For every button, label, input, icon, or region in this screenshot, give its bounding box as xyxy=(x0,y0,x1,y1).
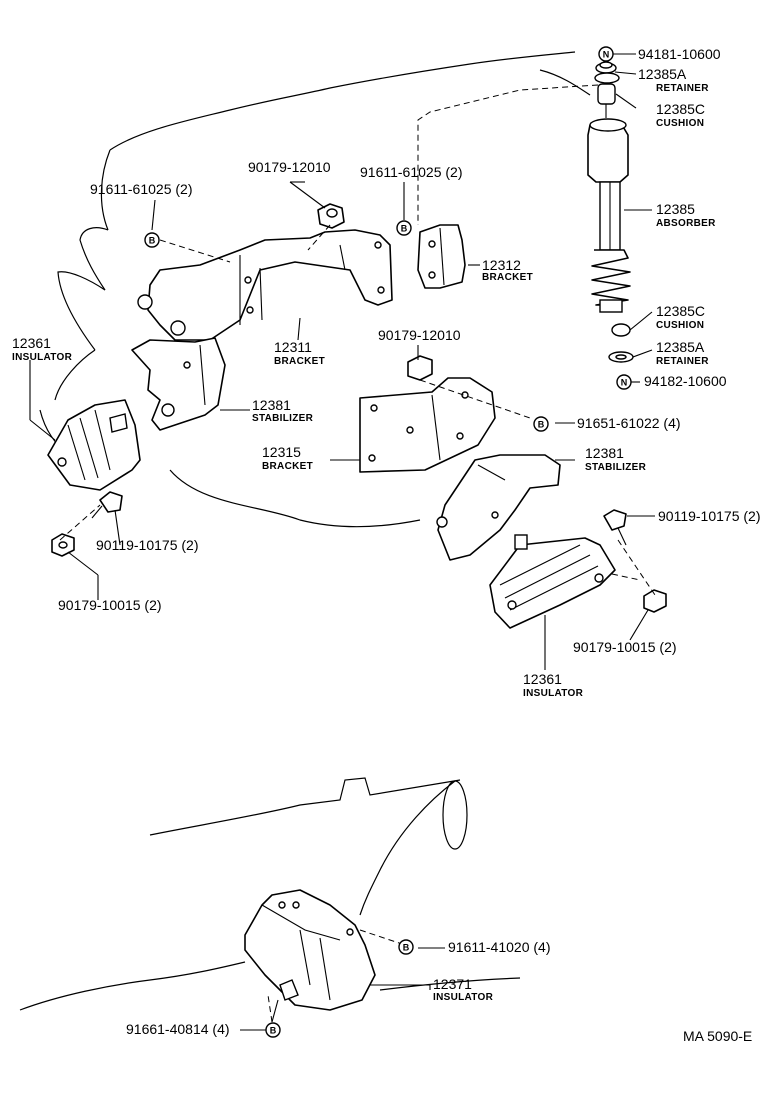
callout-12385c-cushion-top: 12385C CUSHION xyxy=(656,101,705,129)
svg-text:90179-10015 (2): 90179-10015 (2) xyxy=(573,639,677,655)
svg-text:12385A: 12385A xyxy=(656,339,705,355)
svg-text:INSULATOR: INSULATOR xyxy=(523,688,584,699)
callout-12381-stabilizer-left: 12381 STABILIZER xyxy=(252,397,314,424)
callout-94181-10600: 94181-10600 xyxy=(638,46,721,62)
nut-90179-12010-middle xyxy=(407,355,433,381)
callout-90179-10015-right: 90179-10015 (2) xyxy=(573,639,677,655)
insulator-12361-right xyxy=(489,534,616,629)
transmission-outline xyxy=(19,777,521,1011)
stabilizer-12381-right xyxy=(436,454,561,561)
callout-12361-insulator-right: 12361 INSULATOR xyxy=(523,671,584,699)
svg-text:RETAINER: RETAINER xyxy=(656,356,709,367)
svg-text:CUSHION: CUSHION xyxy=(656,118,704,129)
badge-n-top: N xyxy=(598,46,614,62)
svg-text:BRACKET: BRACKET xyxy=(482,272,533,283)
svg-text:12312: 12312 xyxy=(482,257,521,273)
callout-12361-insulator-left: 12361 INSULATOR xyxy=(12,335,73,363)
svg-text:N: N xyxy=(603,50,610,60)
svg-text:B: B xyxy=(149,236,156,246)
callout-91611-61025-left: 91611-61025 (2) xyxy=(90,181,192,197)
svg-text:CUSHION: CUSHION xyxy=(656,320,704,331)
svg-text:91661-40814 (4): 91661-40814 (4) xyxy=(126,1021,230,1037)
svg-text:90119-10175 (2): 90119-10175 (2) xyxy=(96,537,198,553)
svg-text:STABILIZER: STABILIZER xyxy=(585,462,647,473)
svg-text:12315: 12315 xyxy=(262,444,301,460)
svg-text:12385: 12385 xyxy=(656,201,695,217)
svg-text:91611-61025 (2): 91611-61025 (2) xyxy=(90,181,192,197)
callout-91661-40814: 91661-40814 (4) xyxy=(126,1021,230,1037)
svg-text:RETAINER: RETAINER xyxy=(656,83,709,94)
badge-b-91651: B xyxy=(533,416,549,432)
svg-text:BRACKET: BRACKET xyxy=(262,461,313,472)
nut-90179-12010-upper xyxy=(317,203,345,229)
svg-text:12381: 12381 xyxy=(252,397,291,413)
svg-text:90179-12010: 90179-12010 xyxy=(248,159,331,175)
engine-outline xyxy=(39,51,591,528)
bolt-nut-right xyxy=(603,509,667,613)
badge-b-upper-left: B xyxy=(144,232,160,248)
svg-text:12385C: 12385C xyxy=(656,101,705,117)
svg-text:12385A: 12385A xyxy=(638,66,687,82)
callout-12385-absorber: 12385 ABSORBER xyxy=(656,201,716,229)
svg-text:12371: 12371 xyxy=(433,976,472,992)
svg-text:B: B xyxy=(538,420,545,430)
bracket-12315 xyxy=(359,377,496,473)
figure-code: MA 5090-E xyxy=(683,1028,752,1044)
insulator-12361-left xyxy=(47,399,141,491)
svg-text:B: B xyxy=(270,1026,277,1036)
svg-text:90119-10175 (2): 90119-10175 (2) xyxy=(658,508,760,524)
badge-n-bottom: N xyxy=(616,374,632,390)
svg-text:ABSORBER: ABSORBER xyxy=(656,218,716,229)
callout-90119-10175-right: 90119-10175 (2) xyxy=(658,508,760,524)
callout-90179-12010-upper: 90179-12010 xyxy=(248,159,331,175)
svg-text:91651-61022 (4): 91651-61022 (4) xyxy=(577,415,681,431)
callout-12371-insulator: 12371 INSULATOR xyxy=(433,976,494,1003)
bracket-12311 xyxy=(137,229,393,341)
callout-94182-10600: 94182-10600 xyxy=(644,373,727,389)
badge-b-91611-41020: B xyxy=(398,939,414,955)
svg-text:INSULATOR: INSULATOR xyxy=(12,352,73,363)
callout-12381-stabilizer-right: 12381 STABILIZER xyxy=(585,445,647,473)
svg-text:94182-10600: 94182-10600 xyxy=(644,373,727,389)
bracket-12312 xyxy=(417,224,466,289)
assembly-dashed-lines xyxy=(59,84,656,1023)
badge-b-upper-mid: B xyxy=(396,220,412,236)
absorber-assembly xyxy=(587,61,634,363)
svg-text:91611-41020 (4): 91611-41020 (4) xyxy=(448,939,550,955)
callout-91651-61022: 91651-61022 (4) xyxy=(577,415,681,431)
svg-text:94181-10600: 94181-10600 xyxy=(638,46,721,62)
svg-text:12385C: 12385C xyxy=(656,303,705,319)
svg-text:B: B xyxy=(403,943,410,953)
svg-text:N: N xyxy=(621,378,628,388)
svg-text:MA 5090-E: MA 5090-E xyxy=(683,1028,752,1044)
callout-91611-61025-right: 91611-61025 (2) xyxy=(360,164,462,180)
svg-text:12311: 12311 xyxy=(274,339,312,355)
svg-text:90179-10015 (2): 90179-10015 (2) xyxy=(58,597,162,613)
svg-text:90179-12010: 90179-12010 xyxy=(378,327,461,343)
callout-12385a-retainer-bottom: 12385A RETAINER xyxy=(656,339,709,367)
callout-12315-bracket: 12315 BRACKET xyxy=(262,444,313,472)
bolt-nut-left xyxy=(51,491,123,557)
callout-12312-bracket: 12312 BRACKET xyxy=(482,257,533,283)
callout-91611-41020: 91611-41020 (4) xyxy=(448,939,550,955)
svg-text:B: B xyxy=(401,224,408,234)
callout-12311-bracket: 12311 BRACKET xyxy=(274,339,325,367)
stabilizer-12381-left xyxy=(131,337,226,431)
svg-text:12361: 12361 xyxy=(12,335,51,351)
callout-90179-12010-middle: 90179-12010 xyxy=(378,327,461,343)
callout-90119-10175-left: 90119-10175 (2) xyxy=(96,537,198,553)
svg-text:STABILIZER: STABILIZER xyxy=(252,413,314,424)
callout-90179-10015-left: 90179-10015 (2) xyxy=(58,597,162,613)
svg-text:12361: 12361 xyxy=(523,671,562,687)
svg-text:BRACKET: BRACKET xyxy=(274,356,325,367)
badge-b-91661-40814: B xyxy=(265,1022,281,1038)
callout-12385a-retainer-top: 12385A RETAINER xyxy=(638,66,709,94)
leader-lines xyxy=(29,53,655,1031)
svg-text:12381: 12381 xyxy=(585,445,624,461)
svg-text:INSULATOR: INSULATOR xyxy=(433,992,494,1003)
svg-text:91611-61025 (2): 91611-61025 (2) xyxy=(360,164,462,180)
insulator-12371 xyxy=(244,889,376,1011)
callout-12385c-cushion-bottom: 12385C CUSHION xyxy=(656,303,705,331)
